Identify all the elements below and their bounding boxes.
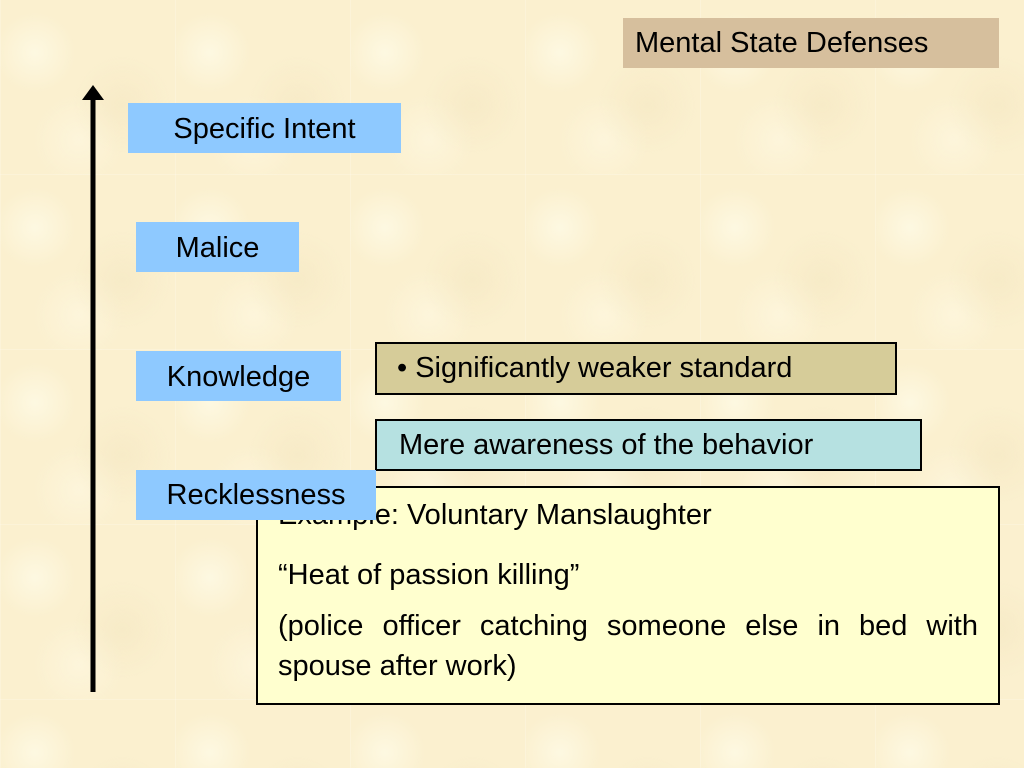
- scale-arrow-head: [82, 85, 104, 100]
- example-line-1: Example: Voluntary Manslaughter: [278, 499, 712, 531]
- level-specific-intent: Specific Intent: [128, 103, 401, 153]
- note-weaker-standard: • Significantly weaker standard: [375, 342, 897, 395]
- level-recklessness: Recklessness: [136, 470, 376, 520]
- example-line-3: (police officer catching someone else in…: [278, 610, 978, 682]
- level-malice: Malice: [136, 222, 299, 272]
- level-knowledge: Knowledge: [136, 351, 341, 401]
- slide-title: Mental State Defenses: [623, 18, 999, 68]
- note-awareness: Mere awareness of the behavior: [375, 419, 922, 471]
- example-box: Example: Voluntary Manslaughter “Heat of…: [256, 486, 1000, 705]
- scale-arrow: [82, 85, 104, 692]
- example-line-2: “Heat of passion killing”: [278, 559, 580, 591]
